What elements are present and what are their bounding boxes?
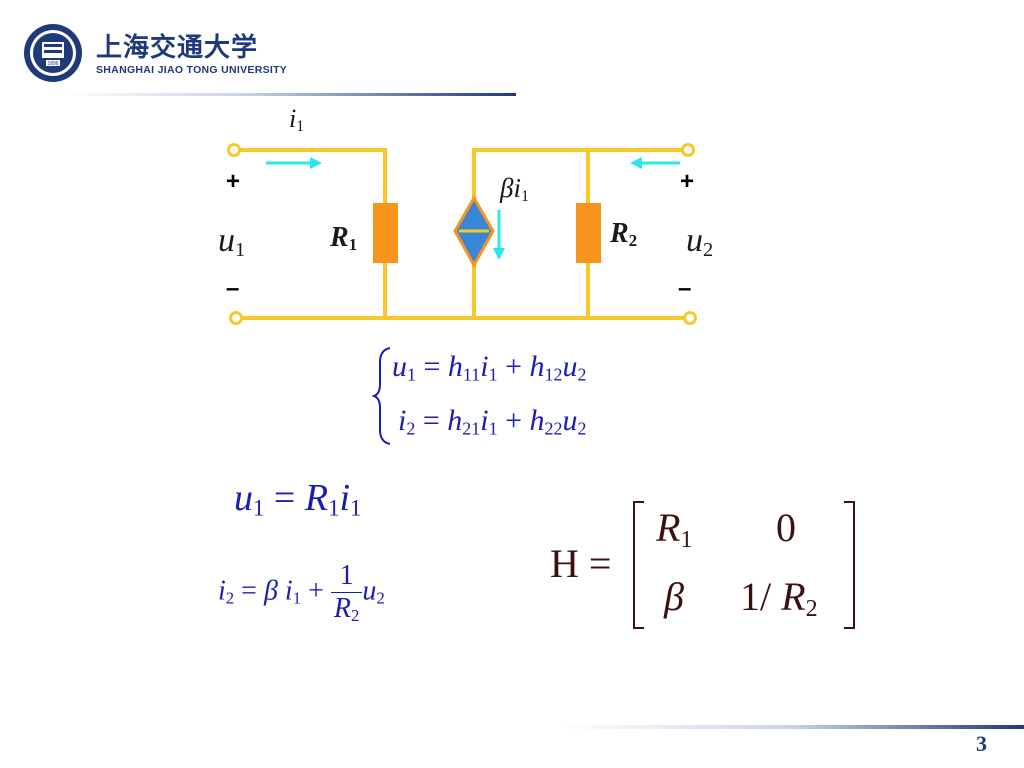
label-r2: R2 bbox=[610, 218, 638, 251]
terminal-left-bottom bbox=[229, 311, 243, 325]
label-u2: u2 bbox=[686, 222, 714, 262]
terminal-right-top bbox=[681, 143, 695, 157]
matrix-m22: 1/ R2 bbox=[740, 574, 818, 622]
label-minus-left: – bbox=[226, 275, 240, 302]
current-arrow-source bbox=[493, 210, 505, 260]
label-plus-left: + bbox=[226, 168, 241, 195]
resistor-r1 bbox=[373, 203, 398, 263]
university-logo: 1896 bbox=[22, 22, 84, 84]
equation-brace-icon bbox=[372, 347, 391, 445]
matrix-m12: 0 bbox=[776, 505, 796, 550]
svg-text:1896: 1896 bbox=[47, 61, 58, 67]
current-arrow-i1 bbox=[266, 157, 322, 169]
footer-rule bbox=[560, 725, 1024, 729]
equation-u1: u1 = R1i1 bbox=[234, 477, 362, 521]
label-minus-right: – bbox=[678, 275, 692, 302]
resistor-r2 bbox=[576, 203, 601, 263]
label-plus-right: + bbox=[680, 168, 695, 195]
circuit-diagram bbox=[227, 143, 697, 325]
label-i1: i1 bbox=[289, 104, 305, 135]
circuit-wires bbox=[240, 148, 684, 320]
page-number: 3 bbox=[976, 731, 987, 756]
label-u1: u1 bbox=[218, 222, 246, 262]
label-beta-i1: βi1 bbox=[500, 173, 530, 206]
equation-system-line2: i2 = h21i1 + h22u2 bbox=[398, 404, 587, 439]
matrix-name: H = bbox=[550, 541, 612, 586]
logo-seal-icon: 1896 bbox=[24, 24, 82, 82]
label-r1: R1 bbox=[330, 222, 358, 255]
terminal-right-bottom bbox=[683, 311, 697, 325]
matrix-m21: β bbox=[664, 574, 684, 619]
matrix-brackets bbox=[633, 501, 855, 629]
logo-english-name: SHANGHAI JIAO TONG UNIVERSITY bbox=[96, 64, 288, 76]
equation-system-line1: u1 = h11i1 + h12u2 bbox=[392, 350, 587, 385]
current-arrow-right bbox=[630, 157, 680, 169]
terminal-left-top bbox=[227, 143, 241, 157]
logo-chinese-name: 上海交通大学 bbox=[96, 33, 259, 63]
matrix-m11: R1 bbox=[656, 505, 693, 553]
header-rule bbox=[60, 93, 516, 96]
